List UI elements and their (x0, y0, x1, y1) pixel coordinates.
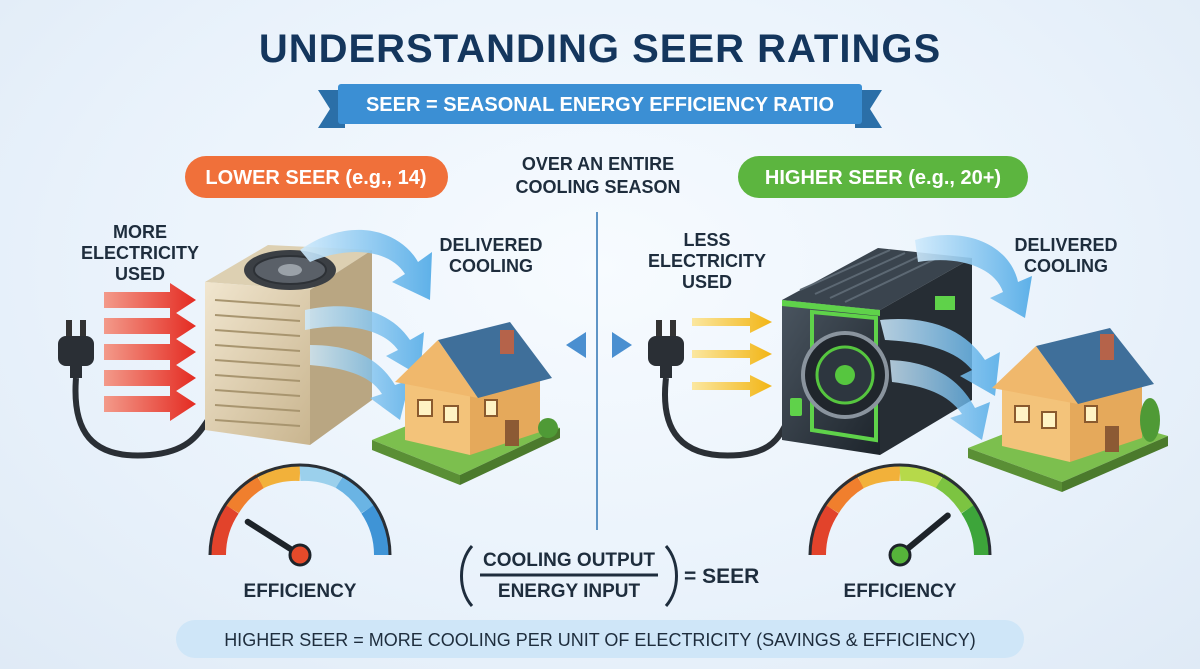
formula-denominator: ENERGY INPUT (498, 581, 641, 602)
right-efficiency-gauge (808, 463, 992, 567)
svg-text:DELIVERED: DELIVERED (1014, 235, 1117, 255)
seer-formula: COOLING OUTPUT ENERGY INPUT = SEER (460, 545, 759, 607)
svg-text:DELIVERED: DELIVERED (439, 235, 542, 255)
svg-text:USED: USED (115, 264, 165, 284)
low-electricity-arrows (692, 311, 772, 397)
footer-summary: HIGHER SEER = MORE COOLING PER UNIT OF E… (176, 620, 1024, 658)
right-input-label: LESS ELECTRICITY USED (648, 230, 766, 292)
page-title: UNDERSTANDING SEER RATINGS (259, 27, 941, 71)
left-cooling-arrows (300, 229, 432, 420)
cooling-season-note: OVER AN ENTIRE COOLING SEASON (515, 154, 680, 197)
svg-text:COOLING SEASON: COOLING SEASON (515, 177, 680, 197)
compare-arrows-icon (566, 332, 632, 358)
svg-text:COOLING: COOLING (1024, 256, 1108, 276)
left-gauge-label: EFFICIENCY (244, 581, 357, 602)
old-ac-unit (205, 245, 372, 445)
right-house-icon (968, 328, 1168, 492)
svg-text:HIGHER SEER = MORE COOLING PER: HIGHER SEER = MORE COOLING PER UNIT OF E… (224, 630, 976, 650)
svg-text:LESS: LESS (683, 230, 730, 250)
right-gauge-label: EFFICIENCY (844, 581, 957, 602)
modern-ac-unit (782, 248, 972, 455)
high-electricity-arrows (104, 283, 196, 421)
definition-banner: SEER = SEASONAL ENERGY EFFICIENCY RATIO (318, 84, 882, 128)
right-output-label: DELIVERED COOLING (1014, 235, 1117, 276)
formula-result: = SEER (684, 565, 759, 588)
left-efficiency-gauge (208, 463, 392, 567)
lower-seer-badge: LOWER SEER (e.g., 14) (185, 156, 448, 198)
left-output-label: DELIVERED COOLING (439, 235, 542, 276)
svg-text:COOLING: COOLING (449, 256, 533, 276)
higher-seer-badge: HIGHER SEER (e.g., 20+) (738, 156, 1028, 198)
left-house-icon (372, 322, 560, 485)
right-cooling-arrows (880, 234, 1032, 440)
svg-text:OVER AN ENTIRE: OVER AN ENTIRE (522, 154, 674, 174)
svg-text:USED: USED (682, 272, 732, 292)
svg-text:LOWER SEER (e.g., 14): LOWER SEER (e.g., 14) (205, 167, 426, 189)
banner-text: SEER = SEASONAL ENERGY EFFICIENCY RATIO (366, 94, 834, 116)
power-plug-icon (58, 320, 229, 459)
svg-text:MORE: MORE (113, 222, 167, 242)
left-input-label: MORE ELECTRICITY USED (81, 222, 199, 284)
svg-text:ELECTRICITY: ELECTRICITY (648, 251, 766, 271)
svg-text:HIGHER SEER (e.g., 20+): HIGHER SEER (e.g., 20+) (765, 167, 1001, 189)
svg-text:ELECTRICITY: ELECTRICITY (81, 243, 199, 263)
formula-numerator: COOLING OUTPUT (483, 550, 655, 571)
